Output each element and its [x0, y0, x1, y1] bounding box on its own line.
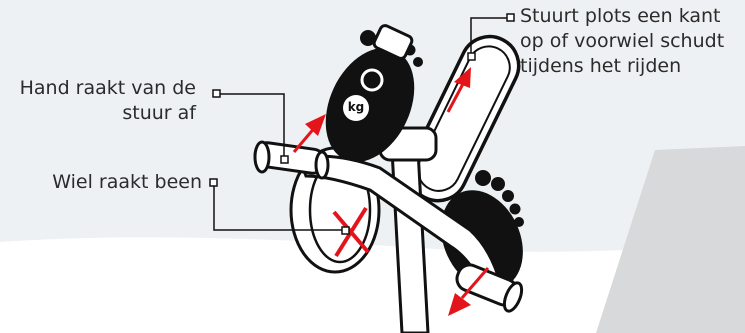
arrow-down-icon [448, 267, 490, 316]
grey-panel [596, 146, 745, 333]
callout-hand: Hand raakt van de stuur af [20, 76, 196, 126]
leader-hand [217, 93, 285, 159]
leader-wheel [213, 186, 345, 231]
callout-steer: Stuurt plots een kant op of voorwiel sch… [520, 4, 724, 79]
background-floor [0, 237, 745, 333]
rear-foot [441, 170, 524, 290]
callout-steer-line3: tijdens het rijden [520, 55, 682, 77]
callout-leaders [213, 17, 510, 231]
arrow-steer-icon [446, 67, 471, 113]
arrow-hand-icon [292, 114, 326, 153]
callout-wheel-line1: Wiel raakt been [52, 171, 202, 193]
callout-steer-line1: Stuurt plots een kant [520, 5, 721, 27]
callout-steer-line2: op of voorwiel schudt [520, 30, 725, 52]
callout-markers [209, 13, 515, 235]
callout-wheel: Wiel raakt been [52, 170, 202, 195]
callout-hand-line1: Hand raakt van de [19, 77, 196, 99]
scooter-deck [407, 34, 521, 203]
cross-mark-icon [332, 206, 370, 258]
weight-label: kg [347, 100, 365, 114]
callout-hand-line2: stuur af [122, 102, 196, 124]
weight-tag [326, 24, 414, 150]
leader-steer [470, 17, 510, 56]
